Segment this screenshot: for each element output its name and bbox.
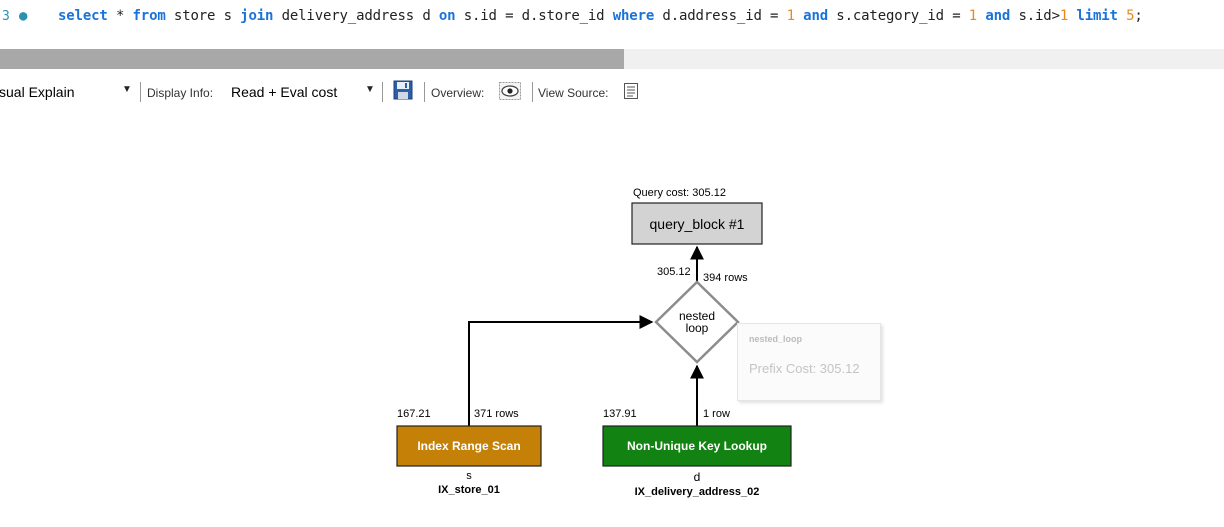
sql-token: and [985, 8, 1011, 24]
explain-toolbar: sual Explain ▼ Display Info: Read + Eval… [0, 78, 1224, 106]
toolbar-divider [532, 82, 533, 102]
sql-token: where [612, 8, 655, 24]
query-cost-label: Query cost: 305.12 [633, 187, 726, 199]
query-block-label: query_block #1 [650, 216, 745, 232]
tooltip-prefix-cost: Prefix Cost: 305.12 [749, 361, 860, 376]
tooltip-title: nested_loop [749, 334, 803, 344]
view-source-icon[interactable] [624, 83, 638, 99]
view-mode-select[interactable]: sual Explain [0, 84, 75, 100]
lookup-table-label: d [694, 470, 701, 484]
sql-token: and [803, 8, 829, 24]
display-info-label: Display Info: [147, 86, 214, 100]
join-rows-label: 394 rows [703, 272, 748, 284]
sql-token [1118, 8, 1126, 24]
sql-token: delivery_address d [273, 8, 439, 24]
lookup-rows-label: 1 row [703, 408, 730, 420]
index-range-scan-node[interactable] [396, 425, 542, 467]
line-number: 3 [2, 9, 10, 24]
sql-token: 5 [1126, 8, 1135, 24]
view-mode-dropdown-icon[interactable]: ▼ [122, 84, 132, 95]
sql-token: 1 [786, 8, 795, 24]
scan-index-label: IX_store_01 [438, 484, 500, 496]
statement-marker-icon: ● [19, 8, 28, 24]
scan-cost-label: 167.21 [397, 408, 431, 420]
sql-token: * [107, 8, 133, 24]
non-unique-key-lookup-label: Non-Unique Key Lookup [627, 439, 767, 453]
toolbar-divider [140, 82, 141, 102]
display-info-select[interactable]: Read + Eval cost [231, 84, 338, 100]
sql-token: store s [165, 8, 241, 24]
toolbar-divider [424, 82, 425, 102]
index-range-scan-label: Index Range Scan [417, 439, 520, 453]
sql-token: on [438, 8, 456, 24]
sql-token: select [58, 8, 108, 24]
sql-token: join [240, 8, 274, 24]
nested-loop-label-2: loop [686, 321, 709, 335]
lookup-index-label: IX_delivery_address_02 [635, 486, 760, 498]
sql-token: ; [1134, 8, 1143, 24]
nested-loop-tooltip: nested_loop Prefix Cost: 305.12 [737, 323, 881, 401]
sql-token: limit [1076, 8, 1118, 24]
sql-token: from [132, 8, 166, 24]
lookup-cost-label: 137.91 [603, 408, 637, 420]
view-source-label: View Source: [538, 86, 609, 100]
nested-loop-node[interactable] [654, 280, 740, 364]
display-info-dropdown-icon[interactable]: ▼ [365, 84, 375, 95]
sql-token: 1 [968, 8, 978, 24]
overview-eye-icon[interactable] [499, 82, 521, 100]
sql-token: s.category_id = [828, 8, 969, 24]
save-icon[interactable] [393, 80, 413, 100]
execution-plan-graph: Query cost: 305.12 query_block #1 305.12… [396, 187, 792, 498]
horizontal-scrollbar[interactable] [0, 49, 1224, 69]
non-unique-key-lookup-node[interactable] [602, 425, 792, 467]
visual-explain-diagram: Query cost: 305.12 query_block #1 305.12… [0, 110, 1224, 527]
scan-rows-label: 371 rows [474, 408, 519, 420]
sql-token: d.address_id = [654, 8, 787, 24]
overview-label: Overview: [431, 86, 485, 100]
sql-token: 1 [1059, 8, 1069, 24]
edge-scan-to-nested-loop [468, 315, 654, 426]
sql-statement[interactable]: select * from store s join delivery_addr… [58, 8, 1143, 24]
scrollbar-thumb[interactable] [0, 49, 624, 69]
nested-loop-label-1: nested [679, 309, 715, 323]
toolbar-divider [382, 82, 383, 102]
sql-token: s.id = d.store_id [455, 8, 613, 24]
join-cost-label: 305.12 [657, 266, 691, 278]
sql-token: s.id> [1010, 8, 1060, 24]
scan-table-label: s [466, 470, 472, 482]
query-block-node[interactable] [631, 202, 763, 245]
sql-token [795, 8, 803, 24]
sql-editor-line[interactable]: 3 ● select * from store s join delivery_… [0, 0, 1224, 40]
